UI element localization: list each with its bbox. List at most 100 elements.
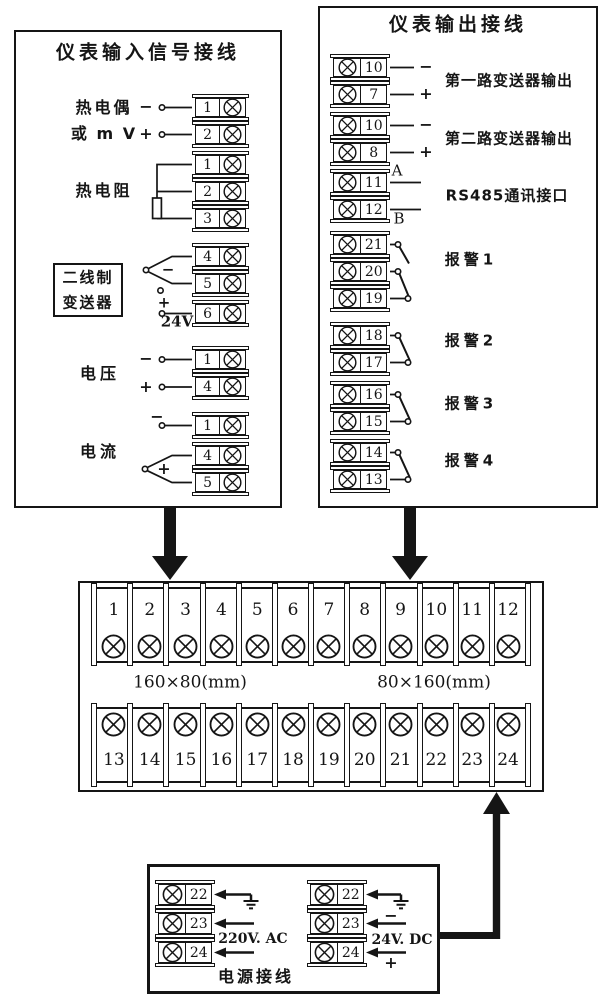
terminal-flange [330, 54, 390, 58]
strip-terminal: 18 [275, 709, 311, 781]
strip-terminal: 6 [275, 589, 311, 661]
terminal: 5 [192, 469, 249, 496]
strip-terminal: 16 [203, 709, 239, 781]
screw-terminal-icon [219, 182, 245, 201]
screw-terminal-icon [334, 116, 362, 135]
terminal: 1 [192, 151, 249, 178]
terminal-number: 24 [497, 750, 519, 770]
divider-bar [452, 583, 459, 666]
screw-terminal-icon [203, 709, 239, 739]
terminal: 23 [307, 909, 367, 938]
terminal-number: 15 [364, 413, 383, 430]
terminal-flange [330, 372, 390, 376]
divider-bar [235, 703, 242, 787]
terminal: 12 [330, 196, 390, 223]
terminal-flange [155, 938, 215, 942]
terminal-flange [330, 285, 390, 289]
terminal-number: 21 [364, 236, 383, 253]
terminal-number: 23 [461, 750, 484, 770]
screw-terminal-icon [275, 631, 311, 661]
terminal-flange [330, 169, 390, 173]
screw-terminal-icon [159, 942, 187, 963]
terminal-flange [155, 934, 215, 938]
terminal-flange [192, 396, 249, 400]
terminal: 15 [330, 408, 390, 435]
thermocouple-label-line2: 或 m V [70, 124, 138, 143]
size-label-left: 160×80(mm) [133, 672, 247, 693]
terminal-flange [192, 469, 249, 473]
terminal-block-power-dc: 22 23 24 [307, 880, 367, 967]
polarity-plus: + [157, 459, 171, 478]
terminal-number: 12 [497, 600, 519, 620]
terminal-number: 10 [425, 600, 448, 620]
transmitter-label-line1: 二线制 [62, 268, 114, 287]
terminal: 11 [330, 169, 390, 196]
terminal-number: 4 [203, 378, 212, 395]
screw-terminal-icon [311, 913, 339, 934]
polarity-minus: − [150, 407, 164, 426]
terminal: 22 [307, 880, 367, 909]
screw-terminal-icon [311, 709, 347, 739]
terminal-flange [330, 254, 390, 258]
terminal-number: 1 [203, 351, 212, 368]
polarity-minus: − [419, 57, 433, 76]
polarity-minus: − [161, 260, 175, 279]
supply-24v-label: 24V [160, 312, 194, 331]
terminal-number: 4 [215, 600, 227, 620]
polarity-plus: + [384, 953, 398, 972]
terminal: 6 [192, 300, 249, 327]
terminal-flange [192, 243, 249, 247]
terminal-block-24v-supply: 6 [192, 300, 249, 327]
divider-bar [308, 703, 314, 787]
divider-bar [91, 583, 97, 666]
screw-terminal-icon [159, 913, 187, 934]
strip-terminal: 3 [168, 589, 204, 661]
divider-bar [199, 583, 206, 666]
terminal-number: 11 [364, 174, 383, 191]
terminal-number: 22 [341, 886, 360, 903]
screw-terminal-icon [383, 709, 419, 739]
terminal-block-current-1: 1 [192, 412, 249, 439]
rs485-label: RS485通讯接口 [445, 186, 569, 205]
strip-terminal: 24 [490, 709, 526, 781]
alarm3-label: 报警3 [444, 394, 498, 413]
screw-terminal-icon [219, 473, 245, 492]
transmitter-output1-label: 第一路变送器输出 [444, 71, 574, 90]
thermocouple-label-line1: 热电偶 [75, 98, 133, 117]
terminal-flange [330, 349, 390, 353]
terminal-number: 14 [364, 444, 383, 461]
terminal-flange [192, 201, 249, 205]
terminal-flange [330, 192, 390, 196]
terminal-number: 5 [251, 600, 263, 620]
screw-terminal-icon [334, 58, 362, 77]
terminal-number: 18 [364, 327, 383, 344]
screw-terminal-icon [168, 709, 204, 739]
divider-bar [127, 703, 134, 787]
divider-bar [488, 583, 495, 666]
divider-bar [416, 703, 423, 787]
terminal-flange [192, 266, 249, 270]
screw-terminal-icon [334, 235, 362, 254]
polarity-minus: − [419, 115, 433, 134]
terminal-flange [330, 489, 390, 493]
divider-bar [525, 703, 531, 787]
terminal-block-alarm3: 16 15 [330, 381, 390, 435]
terminal: 10 [330, 54, 390, 81]
terminal-flange [192, 228, 249, 232]
terminal: 4 [192, 373, 249, 400]
terminal-number: 23 [189, 915, 208, 932]
divider-bar [199, 703, 206, 787]
terminal-flange [155, 909, 215, 913]
screw-terminal-icon [96, 709, 132, 739]
flow-arrow-output-to-strip [392, 506, 428, 580]
terminal-number: 2 [203, 126, 212, 143]
polarity-plus: + [139, 124, 153, 143]
screw-terminal-icon [219, 446, 245, 465]
terminal-number: 6 [203, 305, 212, 322]
terminal: 23 [155, 909, 215, 938]
terminal-block-thermocouple: 1 2 [192, 94, 249, 148]
screw-terminal-icon [275, 709, 311, 739]
terminal-flange [192, 293, 249, 297]
terminal-flange [192, 270, 249, 274]
strip-terminal: 2 [132, 589, 168, 661]
